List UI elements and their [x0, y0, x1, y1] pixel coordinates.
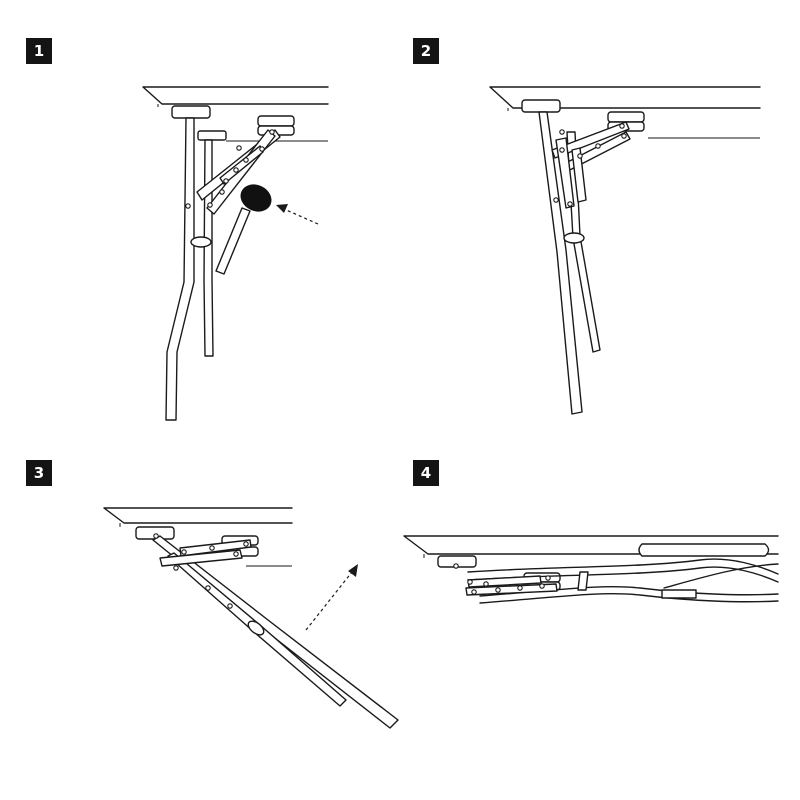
table-top-icon — [489, 86, 761, 139]
step-3-badge: 3 — [26, 460, 52, 486]
table-leg-icon — [152, 535, 399, 729]
step-3-illustration — [103, 507, 399, 729]
folded-leg-icon — [467, 543, 779, 604]
table-top-icon — [403, 535, 779, 558]
table-top-icon — [142, 86, 329, 142]
folding-brace-icon — [153, 533, 252, 609]
step-4-badge: 4 — [413, 460, 439, 486]
folding-brace-icon — [551, 121, 631, 209]
step-4-illustration — [403, 535, 779, 604]
folding-brace-icon — [185, 129, 281, 215]
step-1-badge: 1 — [26, 38, 52, 64]
dashed-arrow-icon — [305, 564, 358, 631]
dashed-arrow-icon — [276, 204, 319, 225]
table-top-icon — [103, 507, 293, 567]
folding-brace-icon — [453, 563, 558, 596]
rubber-mallet-icon — [215, 184, 272, 275]
step-2-badge: 2 — [413, 38, 439, 64]
table-leg-icon — [165, 117, 214, 421]
step-2-illustration — [489, 86, 761, 415]
table-leg-icon — [538, 111, 601, 415]
step-1-illustration — [142, 86, 329, 421]
